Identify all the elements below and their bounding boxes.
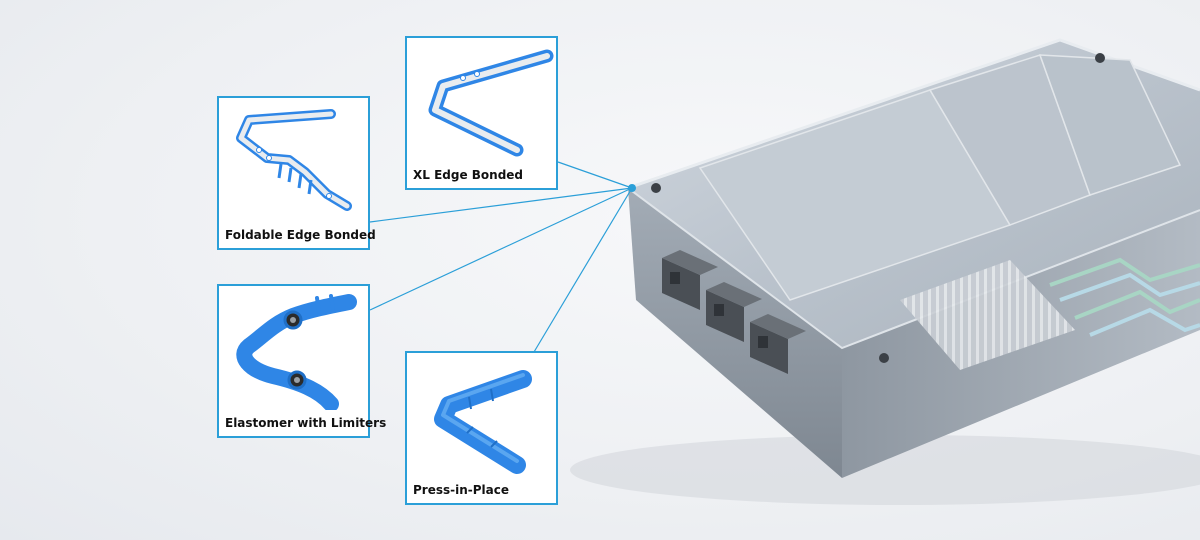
leader-lines [369,161,633,353]
callout-foldable-edge-bonded: Foldable Edge Bonded [217,96,376,250]
callout-label: Elastomer with Limiters [225,416,387,430]
connector-2 [706,282,762,342]
callout-label: Press-in-Place [413,483,510,497]
cooling-pipes [1049,257,1200,337]
callout-label: XL Edge Bonded [413,168,524,182]
foldable-gasket-image [236,109,352,211]
connector-1 [662,250,718,310]
callout-label: Foldable Edge Bonded [225,228,376,242]
press-in-place-gasket-image [434,370,532,474]
lid-rim [627,38,1200,190]
bolt-hole [651,183,661,193]
lid-edge [627,187,1200,350]
callout-elastomer-with-limiters: Elastomer with Limiters [217,284,386,438]
elastomer-gasket-image [236,294,357,410]
callout-xl-edge-bonded: XL Edge Bonded [405,36,558,190]
housing-shadow [570,435,1200,505]
connector-3 [750,314,806,374]
cooling-fins [900,260,1075,370]
xl-gasket-image [428,49,554,157]
bolt-hole [879,353,889,363]
bolt-hole [1095,53,1105,63]
callout-press-in-place: Press-in-Place [405,351,558,505]
